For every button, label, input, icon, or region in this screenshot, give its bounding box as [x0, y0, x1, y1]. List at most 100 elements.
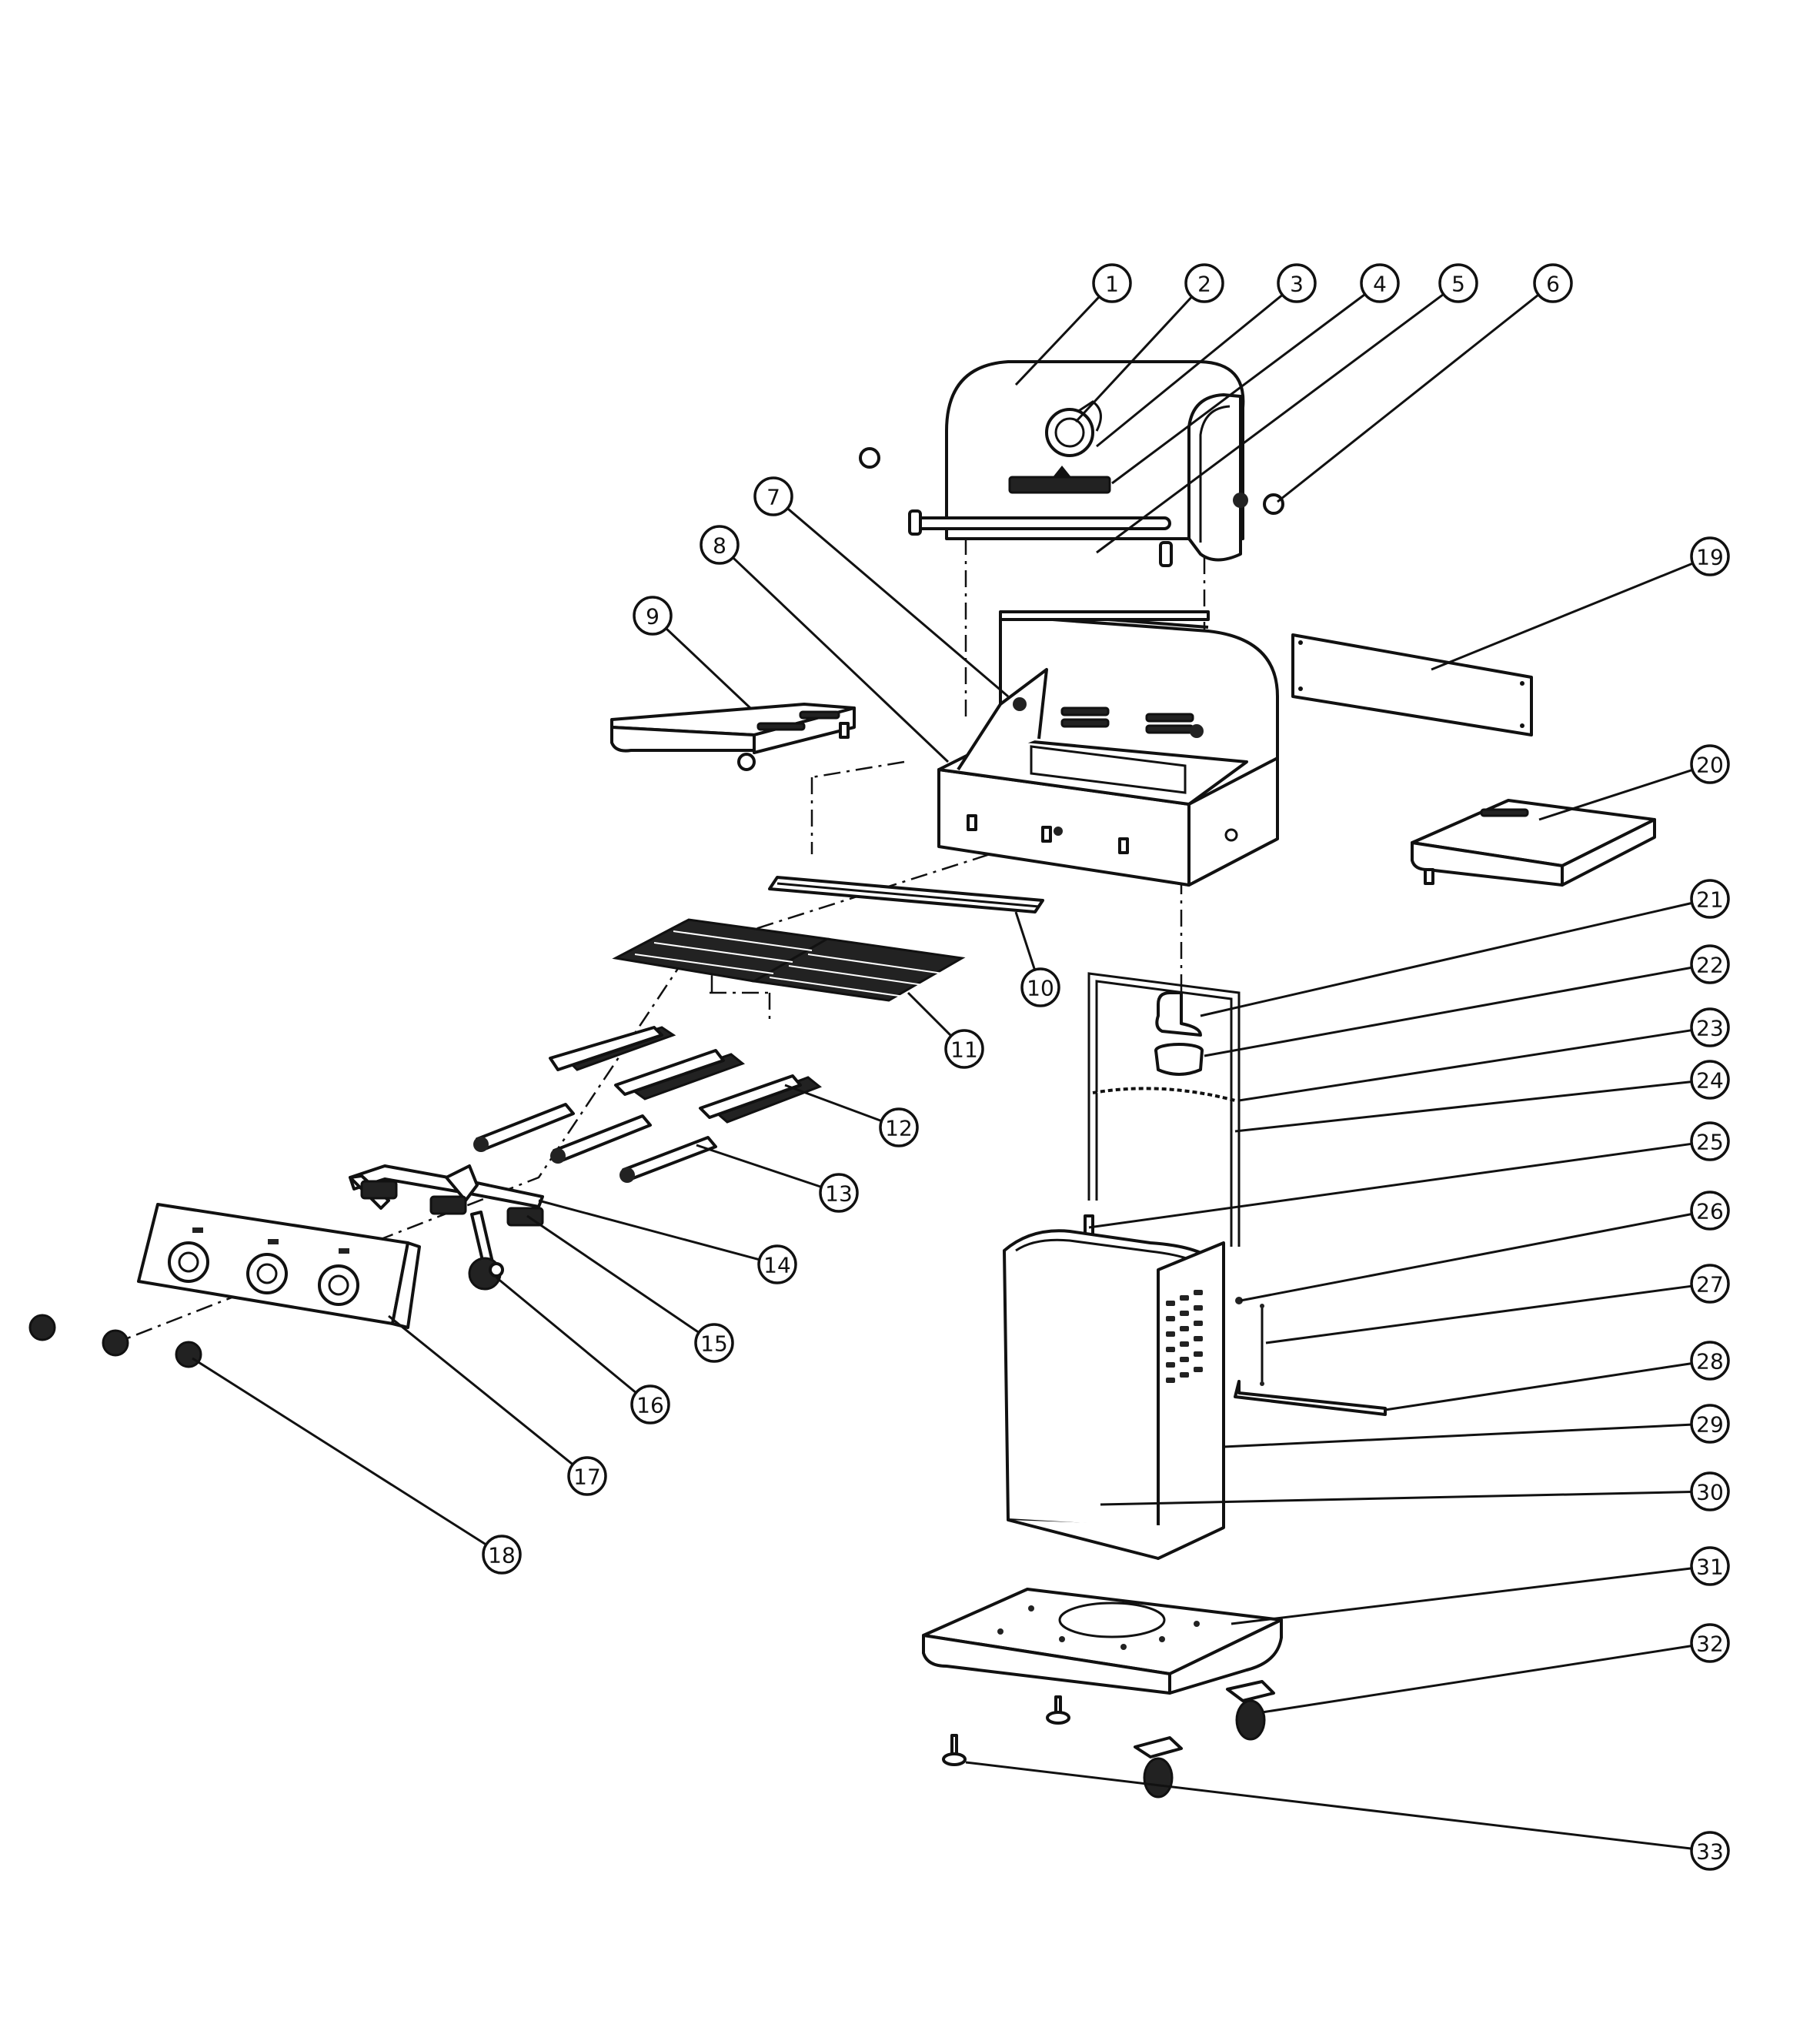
part-number-label: 10 [1027, 976, 1054, 1001]
callout-circle [1690, 1831, 1730, 1871]
leader-line-14 [538, 1199, 760, 1261]
cooking-grate-icon [612, 918, 966, 1002]
grill-lid-icon [945, 360, 1245, 540]
grease-cup-icon [1154, 1043, 1204, 1076]
screw-icon [1235, 1297, 1243, 1304]
leader-line-25 [1088, 1142, 1692, 1229]
callout-circle [1690, 944, 1730, 984]
part-number-label: 15 [700, 1331, 728, 1357]
part-number-label: 23 [1696, 1016, 1724, 1041]
callout-9: 9 [633, 596, 673, 636]
callout-circle [753, 476, 793, 516]
callout-circle [694, 1323, 734, 1363]
leader-line-24 [1234, 1080, 1692, 1133]
callout-13: 13 [819, 1173, 859, 1213]
callout-circle [1533, 263, 1573, 303]
part-number-label: 18 [488, 1543, 516, 1568]
leader-line-11 [907, 991, 953, 1037]
callout-4: 4 [1360, 263, 1400, 303]
callout-20: 20 [1690, 744, 1730, 784]
callout-10: 10 [1020, 967, 1060, 1007]
part-number-label: 12 [885, 1116, 913, 1141]
leader-line-7 [786, 507, 1009, 698]
leader-line-29 [1223, 1423, 1692, 1448]
callout-5: 5 [1438, 263, 1478, 303]
leader-line-17 [388, 1314, 574, 1466]
leader-line-21 [1200, 901, 1692, 1017]
leader-line-30 [1100, 1491, 1692, 1506]
part-number-label: 16 [636, 1393, 664, 1418]
callout-circle [567, 1456, 607, 1496]
cart-side-panel-icon [1157, 1241, 1225, 1560]
callout-circle [819, 1173, 859, 1213]
leader-line-3 [1096, 294, 1284, 448]
part-number-label: 1 [1105, 272, 1119, 297]
leader-line-1 [1014, 296, 1100, 386]
control-panel-icon [137, 1203, 421, 1329]
callout-1: 1 [1092, 263, 1132, 303]
part-number-label: 11 [950, 1037, 978, 1063]
callout-circle [1690, 879, 1730, 919]
callout-29: 29 [1690, 1404, 1730, 1444]
callout-15: 15 [694, 1323, 734, 1363]
part-number-label: 33 [1696, 1839, 1724, 1865]
leader-line-13 [696, 1144, 822, 1188]
callout-27: 27 [1690, 1264, 1730, 1304]
callout-circle [1690, 1264, 1730, 1304]
callout-11: 11 [944, 1029, 984, 1069]
part-number-label: 28 [1696, 1349, 1724, 1374]
leader-line-22 [1204, 966, 1692, 1057]
firebox-assembly [937, 610, 1279, 887]
leader-line-18 [192, 1357, 487, 1546]
callout-circle [1184, 263, 1224, 303]
warming-rack-icon [768, 876, 1044, 913]
callout-25: 25 [1690, 1121, 1730, 1161]
part-number-label: 25 [1696, 1130, 1724, 1155]
callout-22: 22 [1690, 944, 1730, 984]
leader-line-31 [1231, 1567, 1692, 1625]
callout-circle [1092, 263, 1132, 303]
lid-badge-icon [1008, 476, 1111, 494]
leader-line-4 [1111, 293, 1366, 485]
burner-tube-icon [473, 1103, 717, 1183]
callout-circle [1690, 1191, 1730, 1231]
part-number-label: 27 [1696, 1272, 1724, 1298]
part-number-label: 17 [573, 1465, 601, 1490]
leader-line-8 [732, 556, 950, 763]
callout-circle [1690, 1546, 1730, 1586]
part-number-label: 30 [1696, 1480, 1724, 1505]
tank-hook-icon [1155, 991, 1202, 1037]
right-side-shelf-icon [1411, 799, 1656, 887]
lid-assembly [859, 360, 1284, 567]
part-number-label: 21 [1696, 887, 1724, 913]
leader-line-26 [1240, 1213, 1692, 1302]
callout-circle [1690, 744, 1730, 784]
leveling-foot-icon [942, 1695, 1070, 1766]
callout-circle [1690, 1404, 1730, 1444]
leader-lines [192, 293, 1694, 1850]
part-number-label: 8 [713, 533, 726, 559]
leader-line-33 [965, 1761, 1692, 1850]
leader-line-20 [1538, 768, 1693, 821]
cart-body-assembly [1003, 1229, 1387, 1560]
part-number-label: 13 [825, 1181, 853, 1207]
cart-frame-icon [1087, 972, 1241, 1247]
part-number-label: 3 [1290, 272, 1304, 297]
hinge-pin-icon [859, 447, 1284, 515]
callout-circle [1277, 263, 1317, 303]
callout-23: 23 [1690, 1007, 1730, 1047]
callout-30: 30 [1690, 1471, 1730, 1511]
callout-6: 6 [1533, 263, 1573, 303]
callout-28: 28 [1690, 1341, 1730, 1381]
part-number-label: 14 [763, 1253, 791, 1278]
part-number-label: 19 [1696, 545, 1724, 570]
valve-icon [360, 1180, 544, 1227]
callout-circle [1690, 1471, 1730, 1511]
caster-wheel-icon [1134, 1680, 1275, 1799]
part-number-label: 5 [1451, 272, 1465, 297]
regulator-icon [468, 1211, 504, 1291]
rear-panel-icon [1291, 633, 1533, 736]
part-number-label: 22 [1696, 953, 1724, 978]
part-number-label: 24 [1696, 1068, 1724, 1094]
